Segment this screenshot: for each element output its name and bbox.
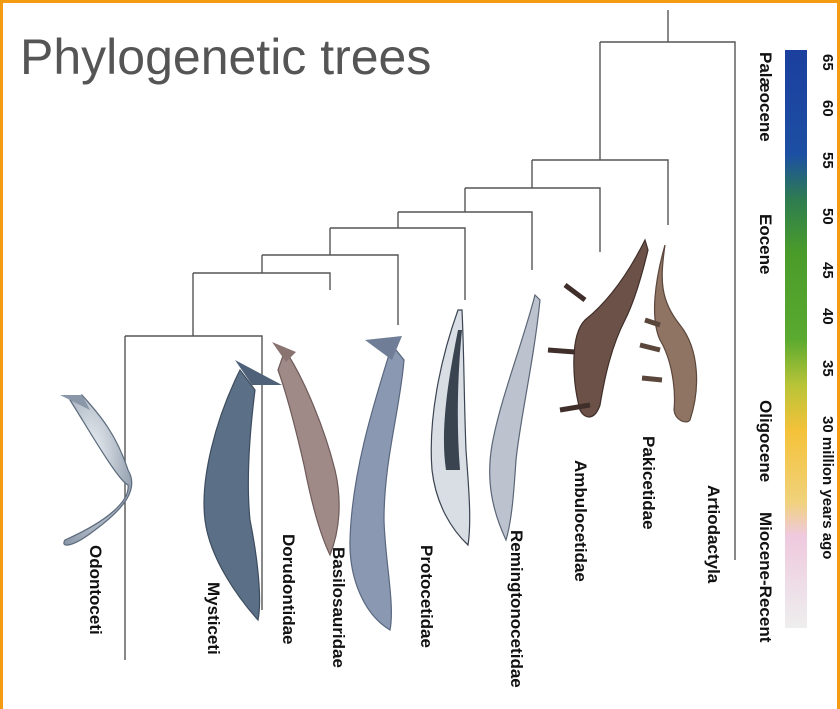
epoch-label-palaeocene: Palæocene xyxy=(755,52,775,142)
time-tick-55: 55 xyxy=(819,152,836,169)
remingtonocetidae-illustration xyxy=(490,295,540,540)
protocetidae-illustration xyxy=(431,310,469,545)
epoch-label-oligocene: Oligocene xyxy=(755,400,775,482)
time-tick-35: 35 xyxy=(819,360,836,377)
ambulocetidae-illustration xyxy=(548,240,648,417)
tree-node-dorudontidae xyxy=(193,273,330,336)
odontoceti-illustration xyxy=(60,395,132,545)
taxon-label-artiodactyla: Artiodactyla xyxy=(703,485,723,583)
time-tick-45: 45 xyxy=(819,262,836,279)
time-tick-65: 65 xyxy=(819,54,836,71)
time-tick-30-million-years-ago: 30 million years ago xyxy=(819,416,836,559)
taxon-label-odontoceti: Odontoceti xyxy=(85,545,105,635)
epoch-label-miocene-recent: Miocene-Recent xyxy=(755,512,775,642)
taxon-label-dorudontidae: Dorudontidae xyxy=(278,534,298,645)
pakicetidae-illustration xyxy=(640,245,697,422)
time-tick-50: 50 xyxy=(819,208,836,225)
taxon-label-ambulocetidae: Ambulocetidae xyxy=(570,460,590,582)
epoch-label-eocene: Eocene xyxy=(755,214,775,274)
time-scale-bar xyxy=(785,50,807,628)
taxon-label-pakicetidae: Pakicetidae xyxy=(638,436,658,530)
taxon-label-remingtonocetidae: Remingtonocetidae xyxy=(506,530,526,688)
taxon-label-protocetidae: Protocetidae xyxy=(416,545,436,648)
taxon-label-mysticeti: Mysticeti xyxy=(203,582,223,655)
dorudontidae-illustration xyxy=(272,342,339,555)
taxon-label-basilosauridae: Basilosauridae xyxy=(328,547,348,668)
time-tick-40: 40 xyxy=(819,308,836,325)
time-tick-60: 60 xyxy=(819,100,836,117)
mysticeti-illustration xyxy=(204,360,282,620)
basilosauridae-illustration xyxy=(350,336,404,630)
